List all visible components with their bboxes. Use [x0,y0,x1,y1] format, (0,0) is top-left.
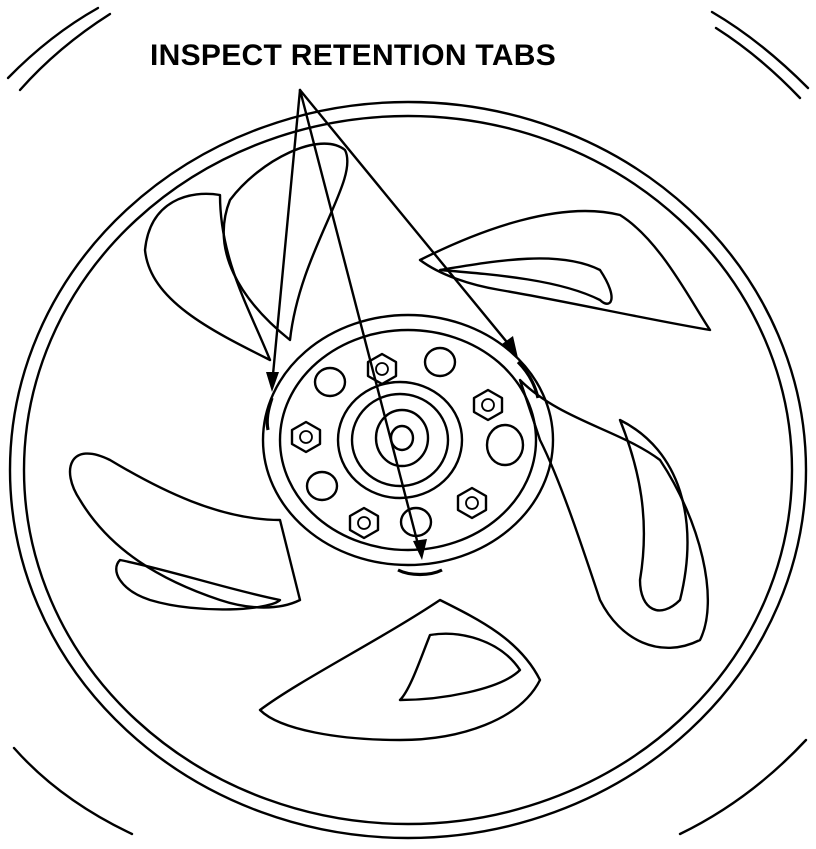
leader-line [298,88,517,354]
wheel-spokes [68,142,712,742]
arrow-head [502,336,518,358]
wheel-rim [8,100,808,840]
leader-line [298,88,422,554]
lug-nut [472,388,504,422]
lug-nuts [290,352,504,540]
hub-assembly [261,313,555,567]
retention-tabs [265,360,540,577]
inspect-retention-tabs-label: INSPECT RETENTION TABS [150,39,557,72]
tire-outline-arcs [6,6,810,836]
lug-nut [456,486,488,520]
arrow-head [266,372,279,392]
lug-nut [366,352,398,386]
retention-tab [265,397,274,431]
retention-tab [516,360,540,399]
leader-arrows [266,88,518,560]
arrow-head [413,539,427,560]
leader-line [270,88,302,387]
stud-holes [305,346,525,538]
retention-tab [397,568,443,577]
lug-nut [290,420,322,454]
lug-nut [348,506,380,540]
